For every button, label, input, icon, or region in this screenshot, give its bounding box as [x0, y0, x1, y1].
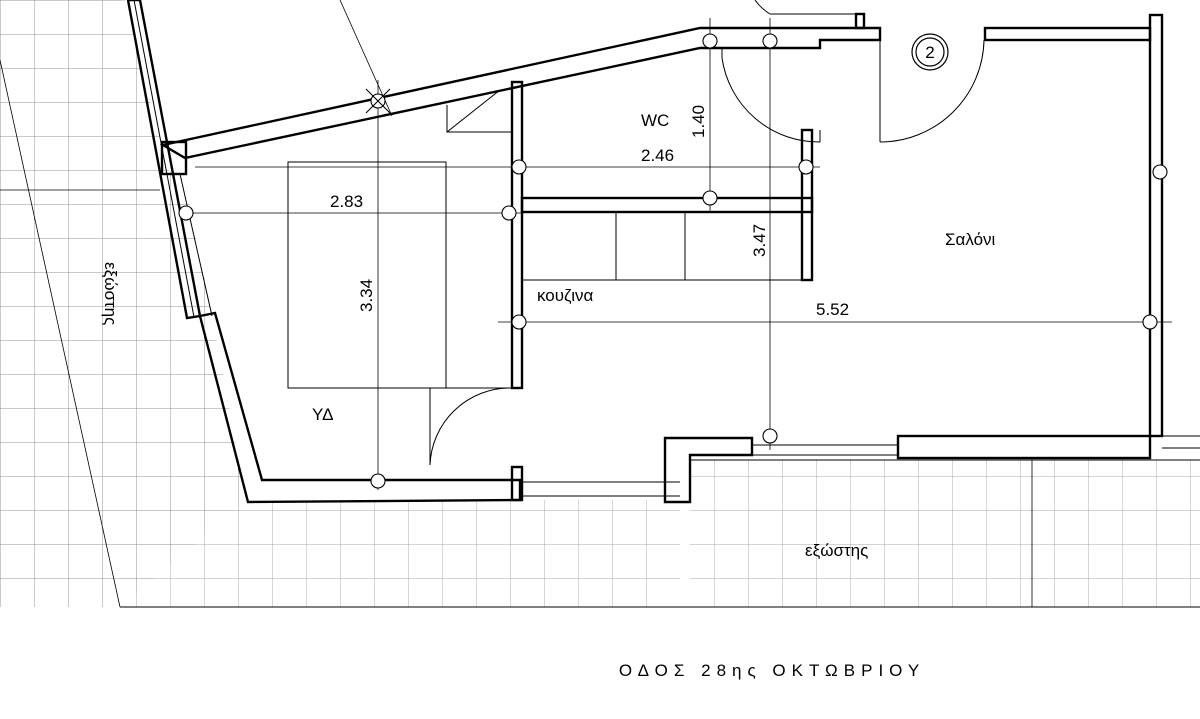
dimension-lines — [186, 0, 1172, 490]
bed — [287, 161, 447, 389]
unit-number-badge: 2 — [911, 33, 949, 71]
room-label-saloni: Σαλόνι — [945, 230, 996, 249]
room-label-wc: WC — [641, 111, 669, 130]
door-bedroom — [429, 387, 512, 466]
room-label-yd: ΥΔ — [312, 405, 333, 424]
grid-markers — [178, 33, 1168, 489]
tiled-terrace-left — [0, 0, 255, 608]
street-name: ΟΔΟΣ 28ης ΟΚΤΩΒΡΙΟΥ — [619, 661, 925, 680]
door-entrance — [879, 39, 985, 143]
unit-number: 2 — [925, 43, 934, 62]
outer-walls — [126, 0, 1200, 504]
partition-walls — [446, 80, 814, 502]
room-label-eksostis-balcony: εξώστης — [805, 541, 868, 560]
dimension-label-334: 3.34 — [357, 279, 376, 312]
interior-floor — [165, 40, 1150, 502]
door-wc — [721, 48, 821, 143]
dimension-label-347: 3.47 — [750, 224, 769, 257]
dimension-label-140: 1.40 — [689, 105, 708, 138]
room-label-kouzina: κουζινα — [537, 286, 594, 305]
dimension-label-246: 2.46 — [641, 146, 674, 165]
kitchen-counter — [522, 212, 802, 281]
door-top-left — [754, 0, 855, 15]
dimension-label-552: 5.52 — [816, 300, 849, 319]
dimension-label-283: 2.83 — [330, 192, 363, 211]
tiled-balcony-bottom — [120, 459, 1200, 608]
room-label-eksostis-side: εξώστης — [101, 262, 120, 325]
